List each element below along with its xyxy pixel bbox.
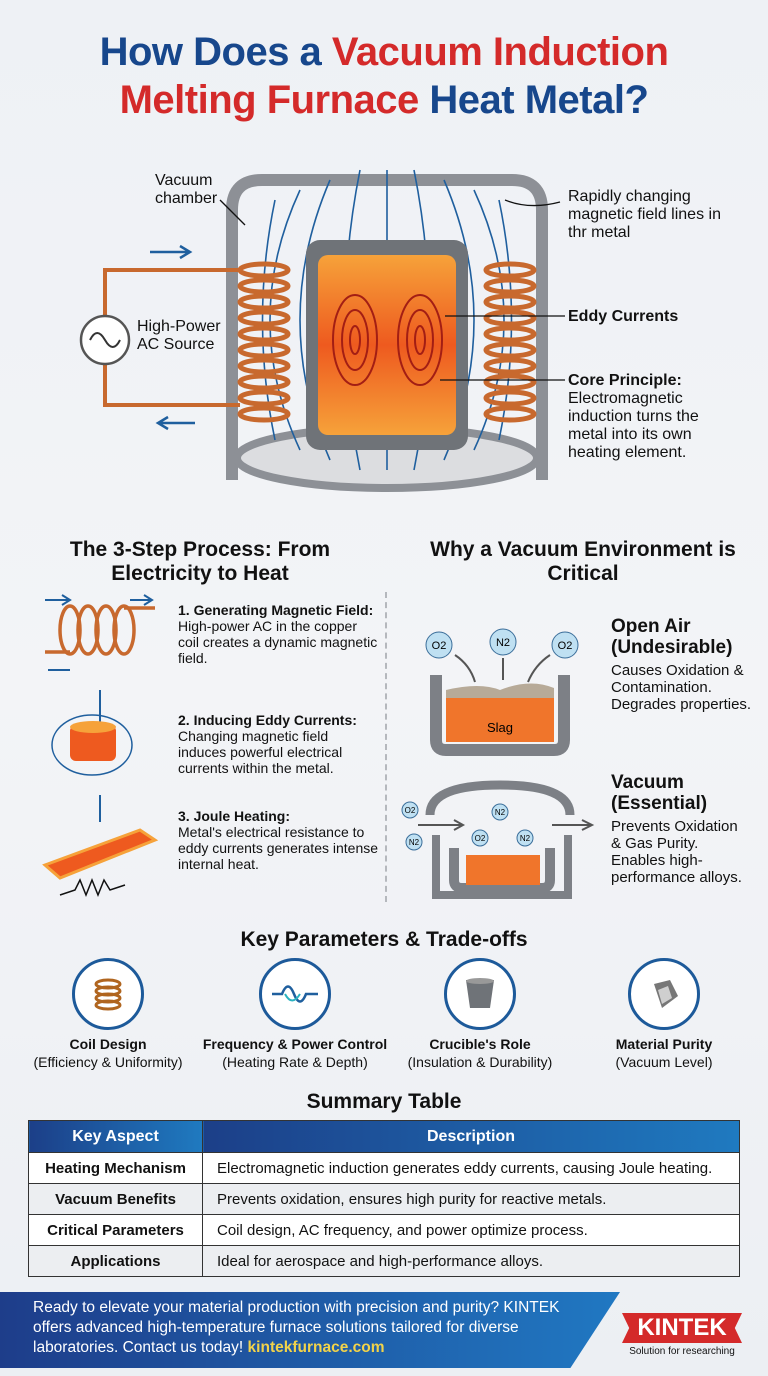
website-link[interactable]: kintekfurnace.com	[247, 1339, 385, 1356]
svg-text:N2: N2	[496, 637, 510, 649]
core-principle-title: Core Principle:	[568, 372, 682, 389]
ac-source-label: High-Power AC Source	[137, 318, 221, 353]
footer-text: Ready to elevate your material productio…	[33, 1299, 560, 1356]
copper-coil-right	[483, 261, 537, 423]
vacuum-heading: Why a Vacuum Environment is Critical	[430, 538, 736, 585]
table-heading: Summary Table	[306, 1090, 462, 1113]
open-air-crucible: Slag	[430, 675, 570, 756]
eddy-current-icon	[51, 714, 133, 776]
process-heading: The 3-Step Process: From Electricity to …	[69, 538, 331, 585]
title-line-1: How Does a Vacuum Induction	[99, 30, 669, 74]
open-air-text: Causes Oxidation & Contamination. Degrad…	[611, 662, 752, 713]
step-2: 2. Inducing Eddy Currents:Changing magne…	[178, 712, 357, 776]
vacuum-title: Vacuum (Essential)	[611, 772, 708, 814]
svg-text:O2: O2	[558, 640, 573, 652]
material-icon	[628, 958, 700, 1030]
col-header: Description	[202, 1120, 740, 1153]
step-1: 1. Generating Magnetic Field:High-power …	[178, 602, 378, 666]
process-illustrations	[42, 594, 159, 898]
slag-label: Slag	[487, 720, 513, 735]
vacuum-illustrations: Slag O2 N2 O2 O2 N2 O2 N2 N2	[401, 628, 595, 899]
arrow-right-icon	[150, 244, 193, 260]
svg-text:N2: N2	[495, 808, 506, 817]
molten-metal	[318, 255, 456, 435]
svg-text:O2: O2	[405, 806, 416, 815]
svg-text:O2: O2	[432, 640, 447, 652]
vacuum-chamber-label: Vacuum chamber	[155, 172, 218, 207]
logo-tagline: Solution for researching	[629, 1346, 735, 1357]
eddy-currents-label: Eddy Currents	[568, 308, 679, 325]
svg-text:N2: N2	[409, 838, 420, 847]
param-material-purity: Material Purity(Vacuum Level)	[615, 1036, 713, 1070]
col-header: Key Aspect	[28, 1120, 203, 1153]
vacuum-text: Prevents Oxidation & Gas Purity. Enables…	[611, 818, 742, 886]
kintek-logo: KINTEK	[622, 1313, 742, 1343]
open-air-title: Open Air (Undesirable)	[611, 616, 733, 658]
coil-icon	[45, 604, 155, 656]
coil-icon	[72, 958, 144, 1030]
svg-text:N2: N2	[520, 834, 531, 843]
param-coil-design: Coil Design(Efficiency & Uniformity)	[33, 1036, 183, 1070]
crucible-icon	[444, 958, 516, 1030]
joule-heating-icon	[42, 828, 159, 898]
arrow-left-icon	[155, 415, 195, 431]
svg-text:O2: O2	[475, 834, 486, 843]
footer-banner	[0, 1292, 620, 1368]
parameters-heading: Key Parameters & Trade-offs	[240, 928, 528, 951]
copper-coil-left	[237, 261, 291, 423]
param-frequency: Frequency & Power Control(Heating Rate &…	[202, 1036, 388, 1070]
core-principle-text: Electromagnetic induction turns the meta…	[568, 390, 699, 461]
step-3: 3. Joule Heating:Metal's electrical resi…	[178, 808, 379, 872]
section-divider	[385, 592, 387, 902]
waveform-icon	[259, 958, 331, 1030]
title-line-2: Melting Furnace Heat Metal?	[119, 78, 649, 122]
leader-lines	[219, 199, 565, 381]
vacuum-chamber-illustration	[418, 780, 595, 899]
furnace-diagram	[79, 169, 565, 492]
eddy-current-loops	[332, 294, 443, 386]
param-crucible: Crucible's Role(Insulation & Durability)	[407, 1036, 553, 1070]
field-lines-label: Rapidly changing magnetic field lines in…	[568, 188, 721, 241]
